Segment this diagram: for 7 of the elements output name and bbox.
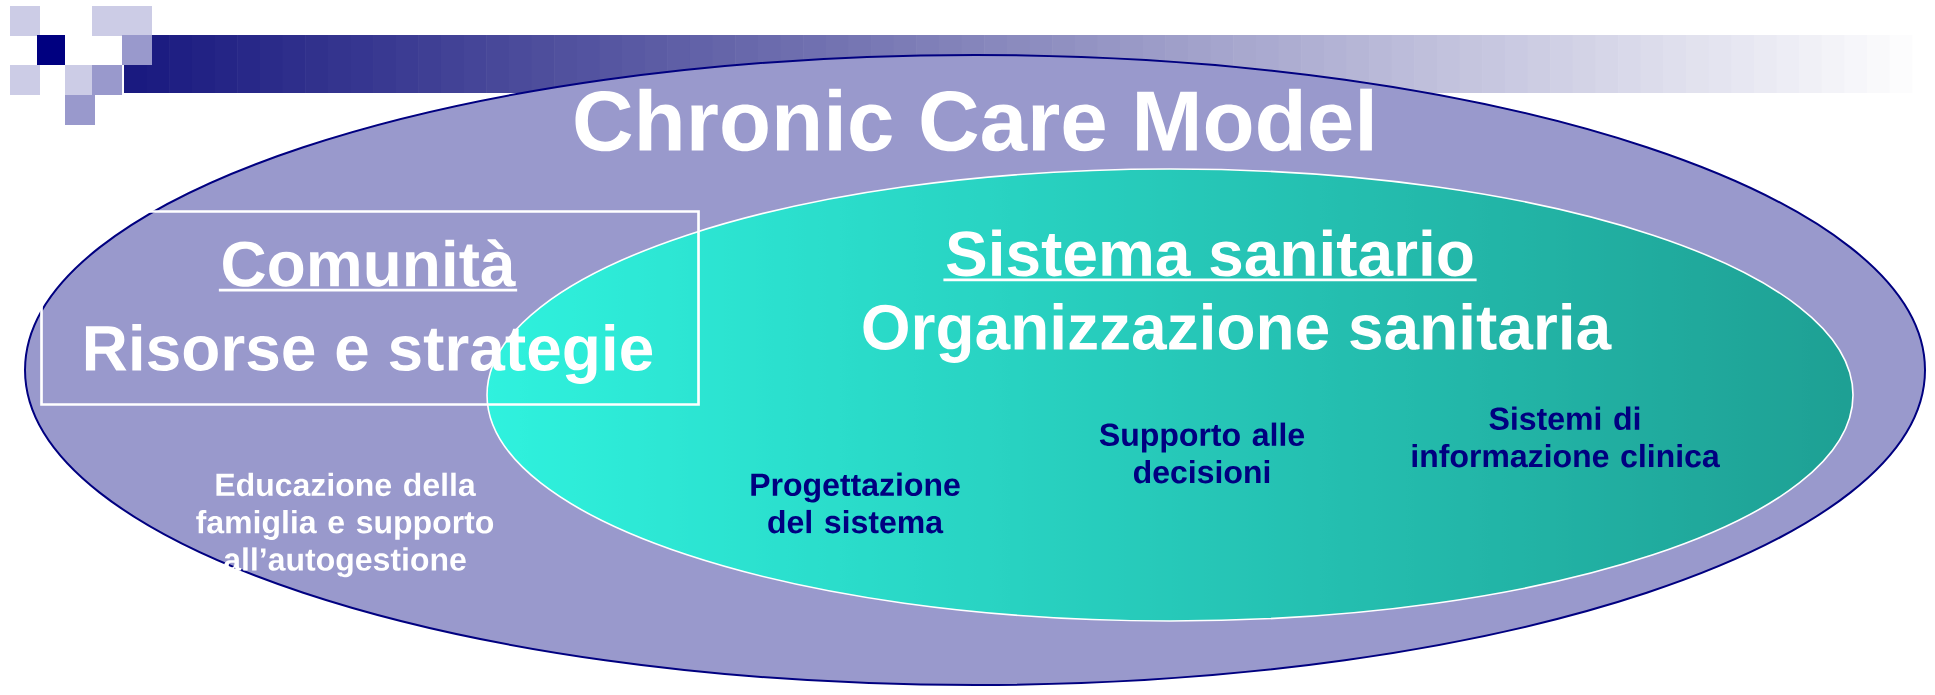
item-label: Progettazione del sistema — [751, 472, 960, 534]
heading: Organizzazione sanitaria — [863, 303, 1612, 363]
underlined-heading: Sistema sanitario — [943, 229, 1477, 282]
item-label: Sistemi di informazione clinica — [1412, 406, 1720, 468]
title: Chronic Care Model — [575, 88, 1372, 152]
item-label: Supporto alle decisioni — [1099, 422, 1305, 484]
underlined-heading: Comunità — [218, 239, 518, 292]
